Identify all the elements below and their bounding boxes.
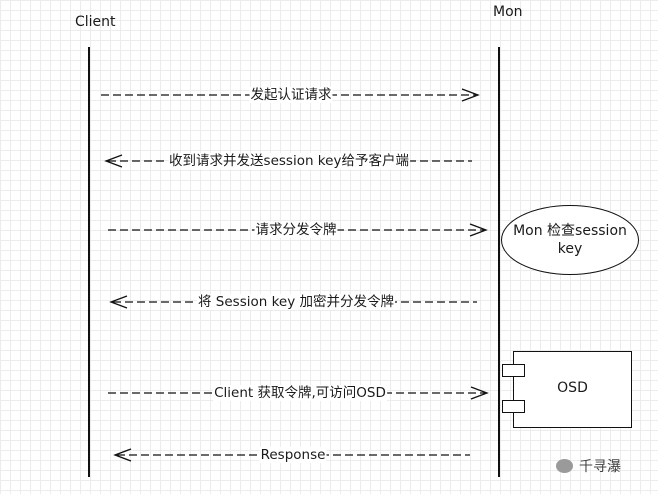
watermark: 千寻瀑 — [556, 456, 621, 476]
participant-mon-label: Mon — [493, 4, 523, 20]
wechat-icon — [556, 459, 573, 473]
client-lifeline — [88, 47, 90, 477]
session-key-check-label: Mon 检查session key — [513, 223, 627, 257]
osd-port-bottom — [502, 400, 525, 413]
osd-port-top — [502, 364, 525, 377]
participant-client-label: Client — [75, 14, 116, 30]
watermark-text: 千寻瀑 — [579, 459, 621, 475]
message-label-1: 发起认证请求 — [249, 87, 333, 103]
mon-lifeline — [498, 47, 500, 477]
osd-label: OSD — [557, 380, 588, 396]
osd-component: OSD — [513, 351, 632, 428]
message-label-5: Client 获取令牌,可访问OSD — [213, 385, 387, 401]
message-label-3: 请求分发令牌 — [254, 222, 338, 238]
message-label-6: Response — [259, 447, 327, 463]
message-label-4: 将 Session key 加密并分发令牌 — [196, 294, 396, 310]
session-key-check-node: Mon 检查session key — [501, 205, 639, 275]
message-label-2: 收到请求并发送session key给予客户端 — [168, 153, 410, 169]
